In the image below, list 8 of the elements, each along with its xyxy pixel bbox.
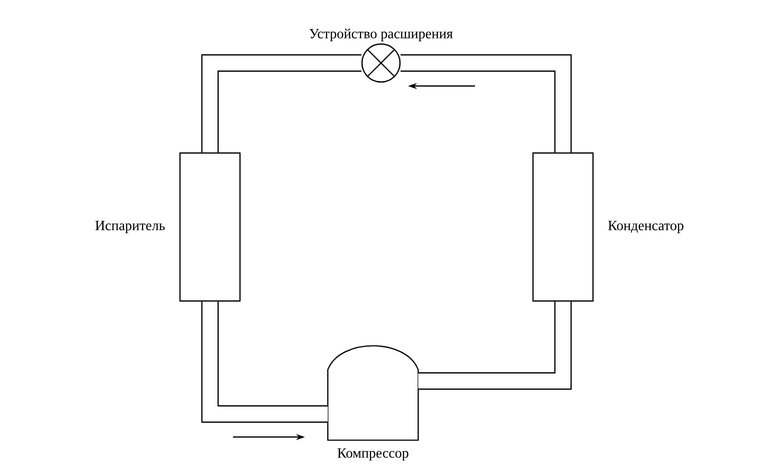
pipe	[400, 54, 572, 152]
pipe	[201, 302, 328, 423]
pipe	[418, 302, 572, 390]
node-label: Испаритель	[95, 220, 165, 234]
node-label: Конденсатор	[608, 220, 684, 234]
heat-exchanger-box: Конденсатор	[532, 152, 684, 302]
heat-exchanger-box: Испаритель	[95, 152, 241, 302]
pipe	[201, 54, 362, 152]
